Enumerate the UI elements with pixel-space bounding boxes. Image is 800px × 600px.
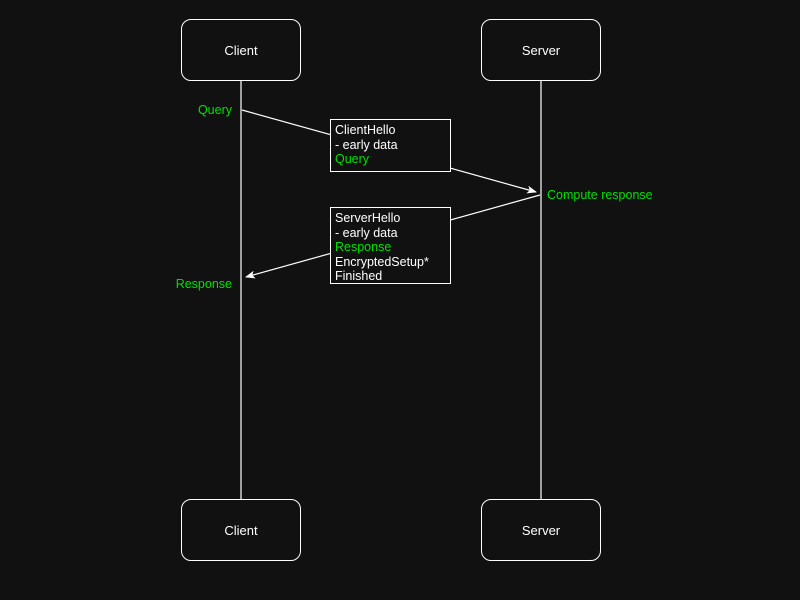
note-line-client-hello-2: Query [335,152,370,167]
note-client-hello[interactable]: ClientHello - early data Query [330,119,451,172]
actor-label-server-top: Server [521,42,561,58]
actor-box-server-top[interactable]: Server [481,19,601,81]
actor-box-client-bottom[interactable]: Client [181,499,301,561]
actor-label-client-top: Client [224,42,258,58]
note-line-client-hello-1: - early data [335,137,398,152]
note-line-server-hello-0: ServerHello [335,211,401,225]
actor-label-client-bottom: Client [224,522,258,538]
edge-label-response: Response [175,277,232,291]
actor-box-client-top[interactable]: Client [181,19,301,81]
edge-label-query: Query [197,103,232,117]
note-line-server-hello-4: Finished [335,269,383,284]
note-line-client-hello-0: ClientHello [335,123,396,137]
note-line-server-hello-3: EncryptedSetup* [335,254,429,269]
note-line-server-hello-1: - early data [335,225,398,240]
actor-box-server-bottom[interactable]: Server [481,499,601,561]
actor-label-server-bottom: Server [521,522,561,538]
note-server-hello[interactable]: ServerHello - early data Response Encryp… [330,207,451,284]
note-line-server-hello-2: Response [335,240,392,255]
edge-label-compute-response: Compute response [547,188,653,202]
